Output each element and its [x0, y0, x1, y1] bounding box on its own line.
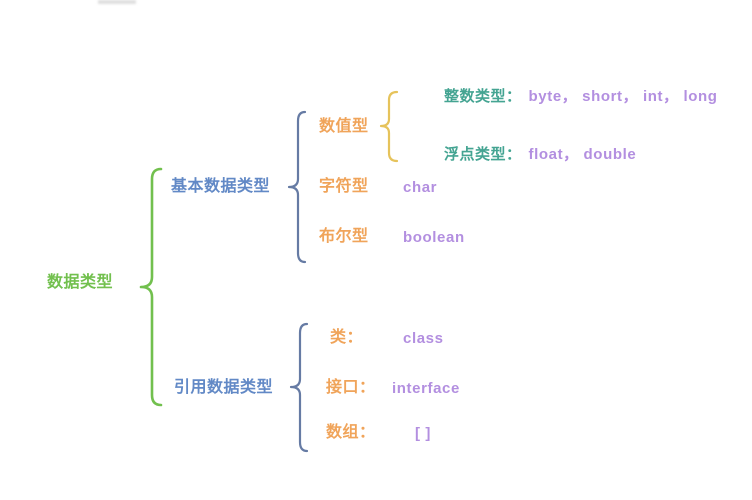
integer-types-label: 整数类型： — [444, 88, 522, 105]
boolean-type-node-label: 布尔型 — [319, 228, 369, 245]
interface-row-value: interface — [392, 380, 460, 397]
root-node-label: 数据类型 — [47, 274, 114, 291]
integer-types-row: 整数类型： byte， short， int， long — [444, 89, 718, 104]
numeric-type-brace — [379, 90, 399, 163]
class-row-value: class — [403, 330, 444, 347]
basic-types-brace — [287, 110, 307, 264]
class-row-label: 类： — [330, 329, 364, 346]
float-types-row: 浮点类型： float， double — [444, 147, 636, 162]
char-type-value: char — [403, 179, 438, 196]
cropped-text-artifact — [98, 0, 136, 4]
array-row-label: 数组： — [326, 424, 376, 441]
float-types-value: float， double — [528, 146, 637, 163]
basic-types-node-label: 基本数据类型 — [171, 178, 271, 195]
reference-types-brace — [289, 322, 309, 453]
integer-types-value: byte， short， int， long — [528, 88, 718, 105]
array-row-value: [ ] — [415, 425, 431, 442]
interface-row-label: 接口： — [326, 379, 376, 396]
char-type-node-label: 字符型 — [319, 178, 369, 195]
boolean-type-value: boolean — [403, 229, 465, 246]
numeric-type-node-label: 数值型 — [319, 118, 369, 135]
root-brace — [139, 167, 163, 407]
float-types-label: 浮点类型： — [444, 146, 522, 163]
reference-types-node-label: 引用数据类型 — [174, 379, 274, 396]
